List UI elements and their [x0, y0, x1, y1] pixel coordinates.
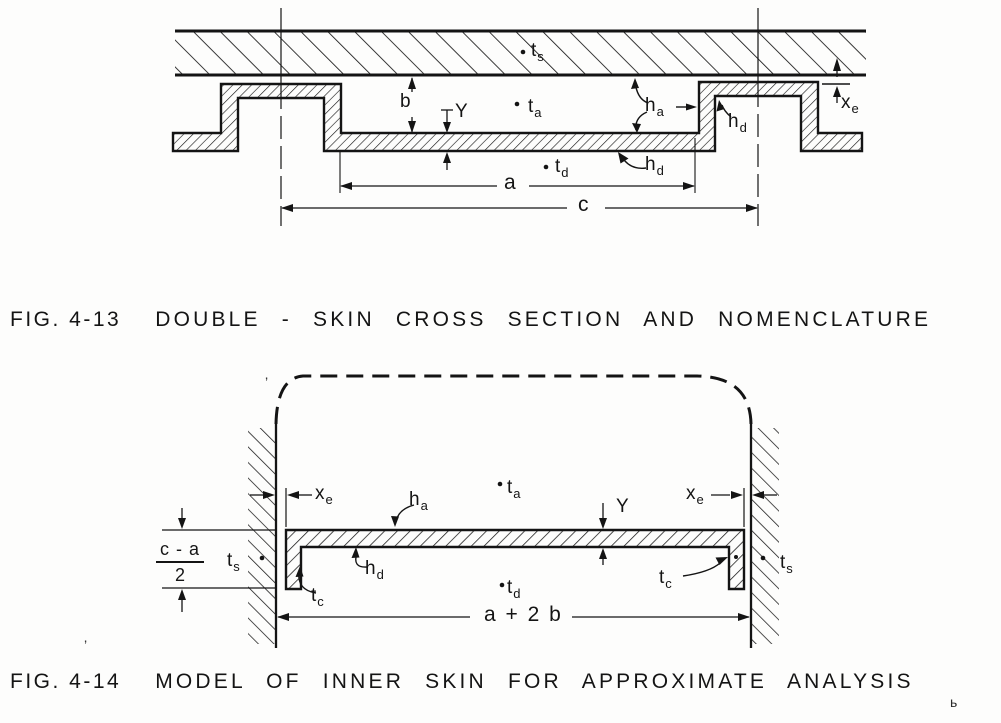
- label-xe-1: xe: [841, 92, 860, 116]
- label-ha-1: ha: [645, 95, 665, 119]
- left-wall: [248, 424, 278, 648]
- leader-hd: [618, 100, 732, 169]
- dim-y: [441, 109, 453, 170]
- label-td-2: td: [507, 577, 522, 601]
- label-td-1: td: [555, 156, 570, 180]
- reference-dots: [514, 49, 549, 170]
- scan-speck: ь: [950, 694, 958, 710]
- label-xe-2l: xe: [315, 483, 334, 507]
- leader-hd2: [351, 547, 368, 568]
- outer-skin-section: [175, 29, 866, 77]
- label-hd-1a: hd: [728, 111, 748, 135]
- fig-4-14-title: MODEL OF INNER SKIN FOR APPROXIMATE ANAL…: [155, 670, 914, 693]
- label-y-2: Y: [616, 496, 630, 517]
- fig-4-14-caption: FIG. 4-14 MODEL OF INNER SKIN FOR APPROXI…: [10, 670, 914, 694]
- label-tc-2l: tc: [311, 585, 325, 609]
- dim-xe-right: [711, 491, 777, 499]
- inner-skin-channel: [284, 528, 746, 591]
- right-wall: [749, 424, 779, 648]
- scan-speck: ’: [265, 374, 269, 390]
- fig-4-13-caption: FIG. 4-13 DOUBLE - SKIN CROSS SECTION AND…: [10, 308, 931, 332]
- dashed-outline: [274, 374, 753, 425]
- label-a: a: [504, 171, 517, 194]
- dim-xe-left: [250, 491, 312, 499]
- dim-a-plus-2b: [277, 613, 750, 621]
- label-y-1: Y: [455, 101, 469, 122]
- label-c-minus-a-over-2: c - a 2: [156, 540, 205, 584]
- leader-tc-left: [295, 566, 317, 594]
- fig-4-13-number: FIG. 4-13: [10, 308, 122, 331]
- label-ha-2: ha: [409, 489, 429, 513]
- dim-a: [339, 138, 696, 193]
- reference-dots-2: [259, 481, 766, 588]
- fig-4-13-title: DOUBLE - SKIN CROSS SECTION AND NOMENCLA…: [155, 308, 932, 331]
- inner-skin-section: [171, 80, 864, 153]
- dim-y2: [599, 503, 607, 565]
- label-ts-2r: ts: [780, 552, 794, 576]
- label-a-plus-2b: a + 2 b: [484, 603, 563, 626]
- xe-extension-lines: [285, 488, 745, 527]
- dim-xe: [822, 58, 850, 103]
- label-hd-2: hd: [365, 558, 385, 582]
- dim-c: [281, 204, 758, 212]
- label-ts-1: ts: [531, 40, 545, 64]
- label-tc-2r: tc: [659, 567, 673, 591]
- label-hd-1b: hd: [645, 154, 665, 178]
- leader-ha2: [391, 504, 415, 527]
- label-ta-2: ta: [507, 477, 522, 501]
- dim-c-a-over-2: [162, 508, 275, 612]
- fig-4-14-number: FIG. 4-14: [10, 670, 122, 693]
- label-xe-2r: xe: [686, 483, 705, 507]
- leader-tc-right: [682, 557, 728, 577]
- dim-b: [408, 77, 416, 133]
- label-ts-2l: ts: [227, 550, 241, 574]
- leader-ha: [631, 78, 697, 133]
- scan-speck: ’: [84, 637, 88, 653]
- label-c: c: [578, 193, 589, 216]
- label-b: b: [400, 91, 412, 112]
- label-ta-1: ta: [528, 96, 543, 120]
- fig-4-14-drawing: [162, 374, 779, 648]
- hat-centerlines: [280, 8, 759, 226]
- fig-4-13-drawing: [171, 8, 866, 226]
